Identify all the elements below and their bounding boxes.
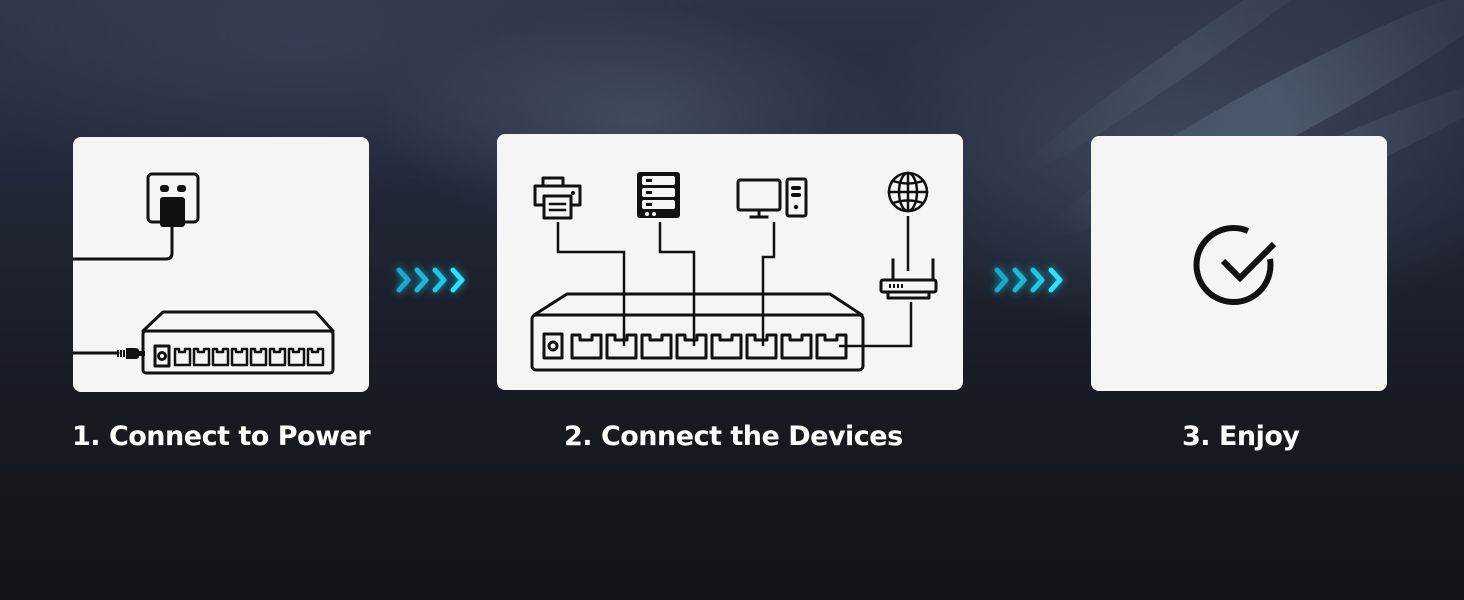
devices-illustration xyxy=(530,171,938,372)
power-illustration xyxy=(73,172,335,375)
plug-icon xyxy=(160,197,185,227)
ethernet-ports xyxy=(570,333,848,360)
power-cord xyxy=(73,223,174,261)
step-2-label: 2. Connect the Devices xyxy=(564,421,903,452)
step-1-label: 1. Connect to Power xyxy=(72,421,371,452)
dc-port xyxy=(153,344,171,368)
switch-top xyxy=(532,292,864,317)
switch-top xyxy=(141,310,335,333)
desktop-computer-icon xyxy=(736,177,808,219)
step-1-card xyxy=(73,137,369,392)
network-cables xyxy=(556,216,913,348)
dc-plug-icon xyxy=(126,348,145,359)
printer-icon xyxy=(533,176,582,220)
step-3-label: 3. Enjoy xyxy=(1182,421,1300,452)
ethernet-ports xyxy=(173,347,325,367)
check-circle-icon xyxy=(1193,225,1277,306)
dc-port xyxy=(542,332,564,360)
router-icon xyxy=(879,258,938,300)
step-3-card xyxy=(1091,136,1387,391)
step-2-card xyxy=(497,134,963,390)
chevron-arrows-icon xyxy=(991,262,1071,298)
chevron-arrows-icon xyxy=(393,262,473,298)
globe-icon xyxy=(887,171,929,213)
switch-body xyxy=(530,313,865,372)
